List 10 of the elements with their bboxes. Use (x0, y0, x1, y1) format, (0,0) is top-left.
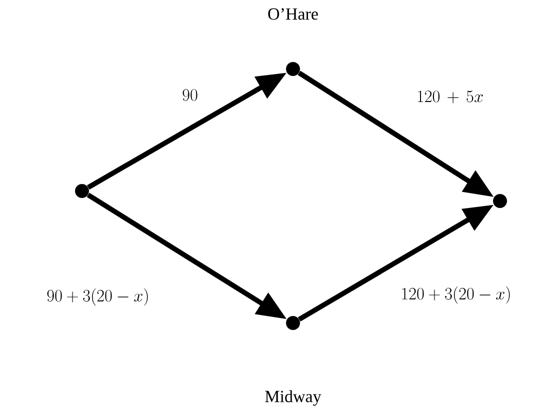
edge-label: $90+3(20-x)$ (46, 287, 150, 307)
node-label: O’Hare (268, 8, 318, 20)
node-label: Midway (265, 390, 322, 406)
edge-label: $120\,+\,5x$ (415, 90, 485, 104)
edge-label: $120+3(20-x)$ (400, 285, 512, 305)
dot (286, 62, 300, 76)
edge-label: $90$ (181, 88, 199, 102)
dot (75, 184, 89, 198)
dot (286, 316, 300, 330)
dot (493, 194, 507, 208)
